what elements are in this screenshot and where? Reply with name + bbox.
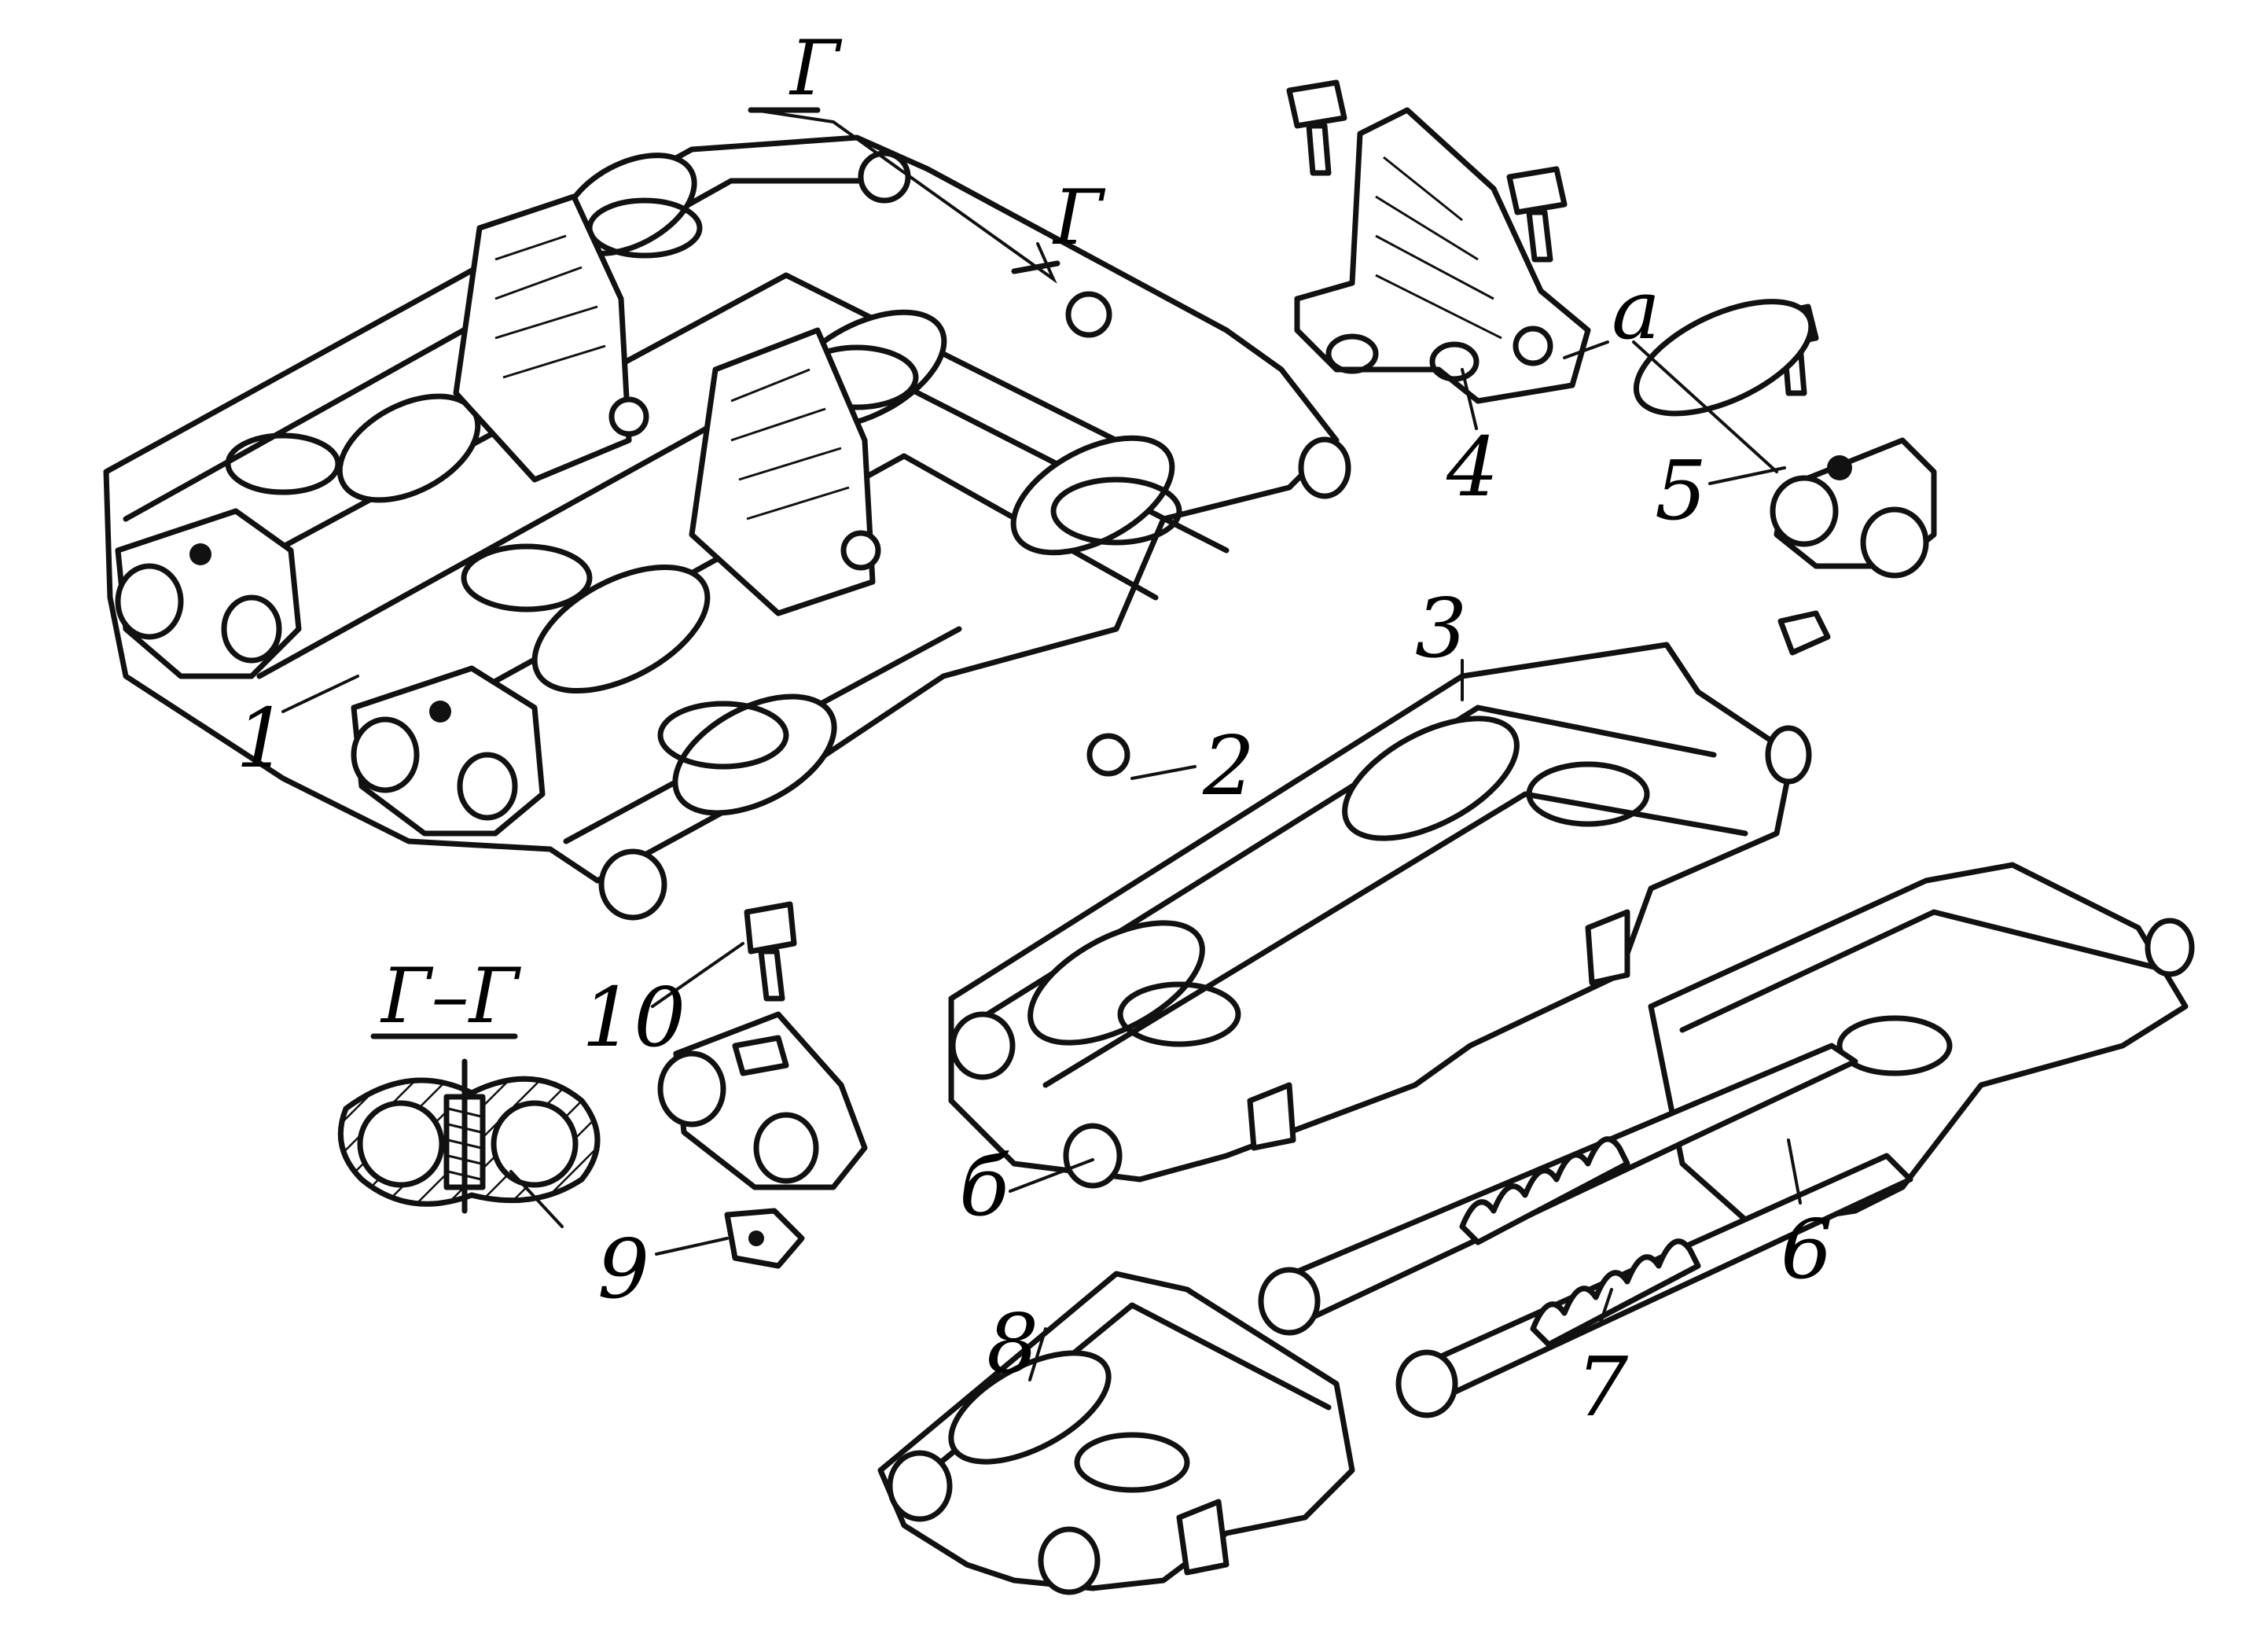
label-7: 7: [1576, 1339, 1629, 1435]
leader-lines: [281, 340, 1802, 1381]
part-5-clamp: [1766, 303, 1937, 656]
label-b: б: [959, 1139, 1009, 1234]
section-mark-right: Г: [1052, 174, 1106, 262]
part-4-bolts: [1286, 79, 1568, 263]
label-4: 4: [1446, 419, 1498, 515]
part-8-single-link: [877, 1271, 1355, 1595]
label-2: 2: [1202, 718, 1255, 814]
section-detail: [337, 1033, 601, 1214]
label-5: 5: [1655, 443, 1707, 539]
section-title: Г–Г: [380, 952, 522, 1040]
part-4-guide-horn: [1286, 79, 1591, 404]
section-mark-left: Г: [788, 24, 843, 112]
label-6: 6: [1781, 1201, 1832, 1297]
label-8: 8: [987, 1296, 1038, 1392]
guide-horns: [453, 193, 876, 616]
part-labels: 1 2 3 4 5 6 7 8 9 10 a б Г Г Г–Г: [236, 24, 1832, 1435]
part-3-track-link: [948, 642, 1812, 1189]
front-connectors: [115, 508, 546, 837]
label-3: 3: [1415, 580, 1467, 676]
part-9-10-clamp-set: [657, 901, 868, 1269]
label-1: 1: [236, 690, 288, 786]
label-a: a: [1612, 262, 1660, 358]
assembled-track-section: [103, 107, 1351, 921]
label-9: 9: [597, 1221, 649, 1317]
label-10: 10: [582, 969, 686, 1065]
part-6-7-pins-link: [1258, 299, 2195, 1418]
